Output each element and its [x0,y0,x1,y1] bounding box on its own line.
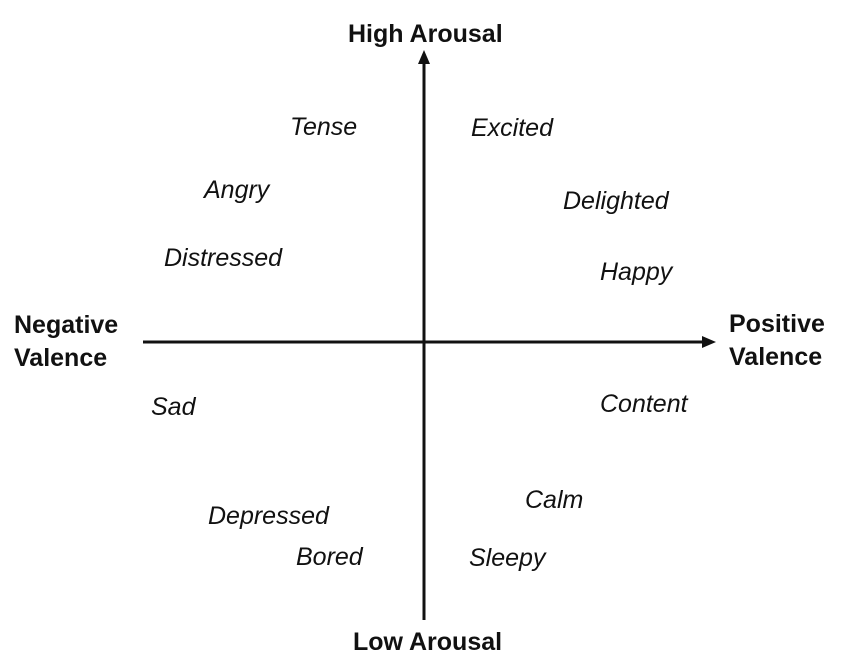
emotion-depressed: Depressed [208,502,329,530]
emotion-delighted: Delighted [563,187,669,215]
low-arousal-label: Low Arousal [353,628,503,656]
valence-axis-arrowhead [702,336,716,348]
emotion-angry: Angry [204,176,270,204]
emotion-happy: Happy [600,258,673,286]
negative-valence-label-line2: Valence [14,344,108,372]
negative-valence-label: Negative Valence [14,309,118,375]
emotion-sad: Sad [151,393,196,421]
emotion-tense: Tense [290,113,358,141]
negative-valence-label-line1: Negative [14,311,119,339]
emotion-distressed: Distressed [164,244,283,272]
emotion-calm: Calm [525,486,584,514]
positive-valence-label: Positive Valence [729,308,825,374]
positive-valence-label-line2: Valence [729,343,823,371]
high-arousal-label: High Arousal [348,20,503,48]
positive-valence-label-line1: Positive [729,310,825,338]
emotion-content: Content [600,390,688,418]
emotion-bored: Bored [296,543,363,571]
arousal-axis-arrowhead [418,50,430,64]
emotion-sleepy: Sleepy [469,544,546,572]
emotion-excited: Excited [471,114,553,142]
